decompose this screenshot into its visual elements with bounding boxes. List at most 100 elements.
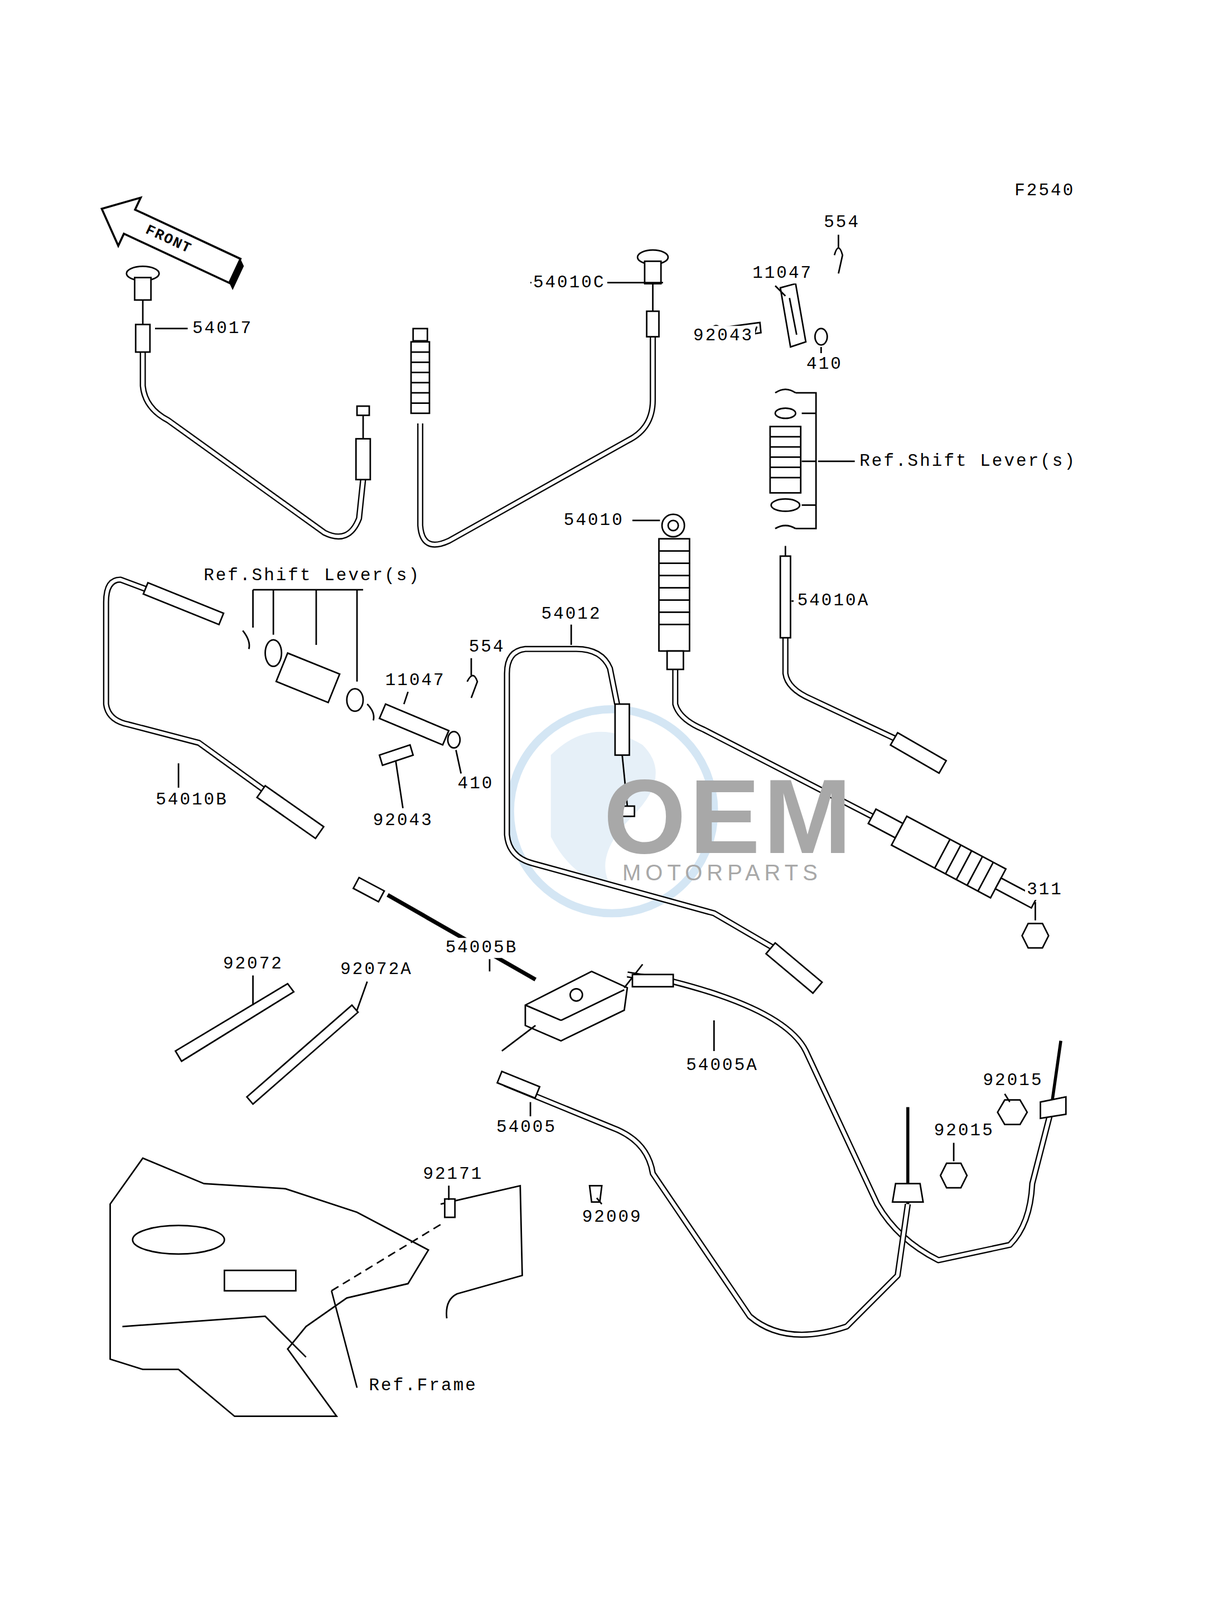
adjuster: [646, 311, 660, 337]
cable-eye: [661, 514, 685, 537]
part-number: 92072A: [338, 959, 415, 980]
part-number: 410: [456, 773, 496, 794]
part-number: 92072: [221, 954, 285, 975]
part-number: 54005B: [443, 937, 520, 958]
bracket-line: [253, 589, 364, 682]
reference-note: Ref.Frame: [366, 1375, 479, 1396]
washer: [775, 408, 796, 419]
nut: [1022, 922, 1050, 948]
part-number: 92043: [371, 810, 435, 831]
part-number: 54012: [539, 603, 604, 625]
adjuster: [355, 438, 371, 480]
rubber-boot: [891, 815, 1007, 898]
spring: [770, 436, 801, 478]
nut: [997, 1099, 1028, 1125]
figure-number: F2540: [1012, 180, 1077, 201]
threaded-end: [615, 703, 630, 755]
cable-spring: [411, 341, 430, 414]
part-number: 11047: [383, 670, 448, 691]
part-number: 554: [822, 212, 862, 233]
washer: [771, 498, 800, 511]
cable-bracket: [892, 1183, 923, 1202]
part-number: 54010C: [531, 272, 608, 293]
junction-block: [525, 1004, 562, 1021]
part-number: 54005A: [684, 1055, 761, 1076]
cable: [420, 336, 654, 545]
cable: [105, 579, 265, 791]
cable: [627, 974, 1051, 1260]
washer: [814, 328, 828, 345]
part-number: 54010A: [795, 590, 872, 611]
part-number: 54017: [190, 318, 255, 339]
rubber-boot: [659, 538, 690, 651]
cotter-pin: [467, 675, 478, 698]
cable-end: [413, 328, 428, 341]
cable: [785, 637, 898, 740]
cable-clamp: [440, 1185, 522, 1318]
cotter-pin: [834, 247, 843, 274]
cable: [420, 336, 654, 545]
cable-eye: [668, 520, 679, 531]
rod: [780, 556, 791, 638]
circlip: [775, 389, 796, 393]
frame: [122, 1315, 306, 1357]
cable: [105, 579, 265, 791]
direction-label: FRONT: [141, 220, 196, 259]
adjuster: [497, 1071, 540, 1099]
cable-joint: [780, 283, 806, 347]
rubber-boot: [934, 838, 994, 891]
cable-cap: [134, 277, 151, 301]
rod: [143, 582, 224, 625]
bolt: [589, 1185, 602, 1202]
cable-bracket: [1040, 1096, 1067, 1118]
watermark: MOTORPARTS: [620, 859, 824, 886]
cable-tie: [247, 1004, 359, 1104]
cable-clamp: [444, 1198, 455, 1217]
spring: [276, 653, 340, 703]
part-number: 92043: [691, 325, 756, 346]
frame: [132, 1225, 225, 1254]
junction-block: [525, 970, 628, 1041]
cable: [142, 351, 364, 537]
cable-cap: [644, 260, 661, 284]
part-number: 311: [1025, 879, 1065, 900]
front-arrow: [90, 184, 246, 296]
part-number: 92009: [580, 1206, 645, 1227]
front-arrow: [90, 184, 252, 298]
part-number: 92171: [421, 1163, 485, 1184]
cable-joint: [789, 297, 797, 335]
frame: [224, 1269, 296, 1291]
part-number: 554: [467, 636, 507, 657]
cable-joint: [379, 703, 449, 745]
washer: [346, 688, 364, 712]
cable-wire: [362, 413, 365, 439]
leader-line: [331, 1290, 357, 1388]
front-arrow: [226, 258, 246, 290]
watermark: OEM: [601, 762, 857, 869]
washer: [265, 639, 282, 667]
cable: [142, 351, 364, 537]
part-number: 410: [804, 354, 845, 375]
bracket-line: [795, 392, 817, 529]
cable-wire: [651, 283, 654, 312]
reference-line: [331, 1224, 441, 1291]
circlip: [366, 703, 374, 720]
cable-end: [356, 405, 370, 415]
adjuster-nut: [135, 324, 151, 352]
leader-line: [155, 234, 1036, 1205]
spring: [770, 426, 801, 493]
circlip: [242, 630, 250, 649]
cable: [504, 1083, 908, 1334]
part-number: 92015: [932, 1120, 997, 1141]
threaded-end: [766, 942, 823, 993]
circlip: [775, 525, 796, 529]
reference-note: Ref.Shift Lever(s): [857, 451, 1079, 472]
cable-tie: [175, 983, 294, 1061]
adjuster: [632, 974, 674, 987]
washer: [447, 731, 461, 748]
rubber-boot: [864, 801, 1042, 917]
cable: [785, 637, 898, 740]
threaded-end: [257, 785, 325, 838]
part-number: 11047: [750, 263, 815, 284]
